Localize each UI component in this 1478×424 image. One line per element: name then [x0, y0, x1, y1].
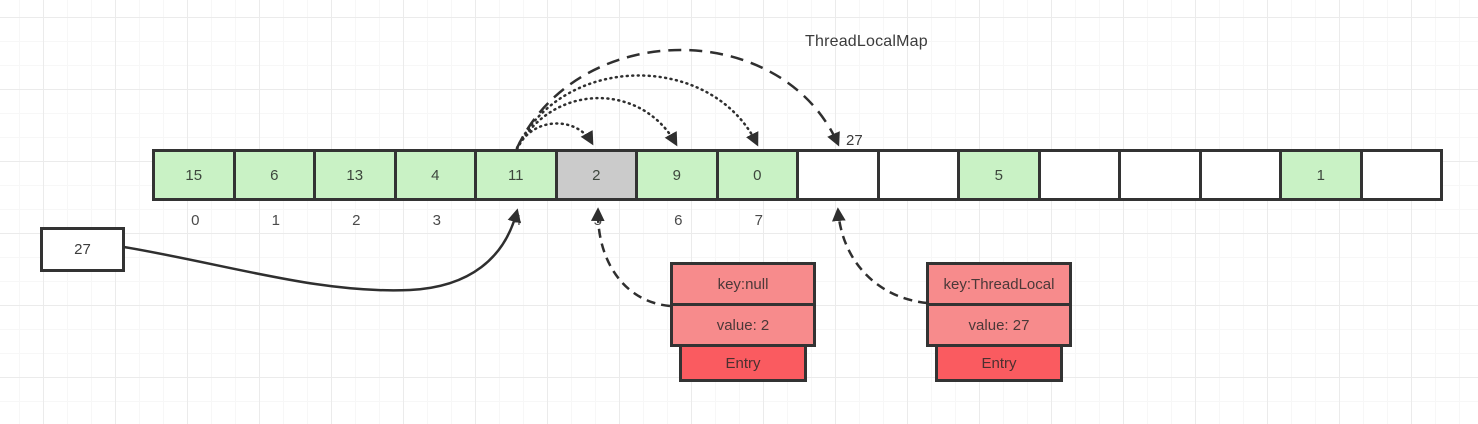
- index-label: 7: [754, 212, 763, 229]
- array-cell: [796, 149, 880, 201]
- index-label: 6: [674, 212, 683, 229]
- probe-arc-to-slot5: [515, 122, 594, 151]
- cell-value: 9: [672, 166, 681, 184]
- entry-stale-key-row: key:null: [717, 275, 769, 293]
- entry-live-main: key:ThreadLocal value: 27: [926, 262, 1072, 347]
- probe-arc-to-slot6: [515, 96, 678, 151]
- array-cell: 9: [635, 149, 719, 201]
- entry-live-key-row: key:ThreadLocal: [943, 275, 1055, 293]
- index-label: 3: [432, 212, 441, 229]
- cell-value: 11: [507, 166, 524, 184]
- entry-live-value-row: value: 27: [929, 303, 1069, 344]
- entry-stale-value-row: value: 2: [673, 303, 813, 344]
- entry-box-live: key:ThreadLocal value: 27 Entry: [926, 262, 1072, 382]
- array-cell: 6: [232, 149, 316, 201]
- index-label: 4: [513, 212, 522, 229]
- entry-live-footer: Entry: [935, 347, 1063, 382]
- cell-value: 15: [185, 166, 203, 184]
- cell-value: 4: [431, 166, 440, 184]
- cell-value: 6: [270, 166, 279, 184]
- index-label: 0: [191, 212, 200, 229]
- entry-box-stale: key:null value: 2 Entry: [670, 262, 816, 382]
- array-cell: 11: [474, 149, 558, 201]
- cell-value: 2: [592, 166, 601, 184]
- slot-array: 15 6 13 4 11 2 9: [152, 149, 1443, 201]
- rehash-target-value-label: 27: [846, 132, 863, 149]
- array-cell: 4: [393, 149, 477, 201]
- array-cell: [1118, 149, 1202, 201]
- probe-arc-to-slot7: [515, 74, 759, 150]
- array-cell: [876, 149, 960, 201]
- entry-stale-footer: Entry: [679, 347, 807, 382]
- array-cell: [1198, 149, 1282, 201]
- array-cell: 15: [152, 149, 236, 201]
- array-cell: 13: [313, 149, 397, 201]
- incoming-value-label: 27: [74, 241, 91, 258]
- index-label: 1: [271, 212, 280, 229]
- cell-value: 1: [1316, 166, 1325, 184]
- array-cell: 1: [1279, 149, 1363, 201]
- incoming-value-box: 27: [40, 227, 125, 272]
- array-cell: [1037, 149, 1121, 201]
- arrow-entry-live-to-slot8: [831, 207, 928, 305]
- array-cell: [1359, 149, 1443, 201]
- diagram-title: ThreadLocalMap: [805, 33, 928, 50]
- cell-value: 5: [994, 166, 1003, 184]
- index-label-row: 0 1 2 3 4 5 6 7: [155, 212, 799, 229]
- entry-stale-main: key:null value: 2: [670, 262, 816, 347]
- index-label: 2: [352, 212, 361, 229]
- cell-value: 0: [753, 166, 762, 184]
- array-cell: 5: [957, 149, 1041, 201]
- array-cell: 0: [715, 149, 799, 201]
- rehash-arc-to-slot8: [515, 48, 840, 149]
- index-label: 5: [593, 212, 602, 229]
- cell-value: 13: [346, 166, 364, 184]
- array-cell: 2: [554, 149, 638, 201]
